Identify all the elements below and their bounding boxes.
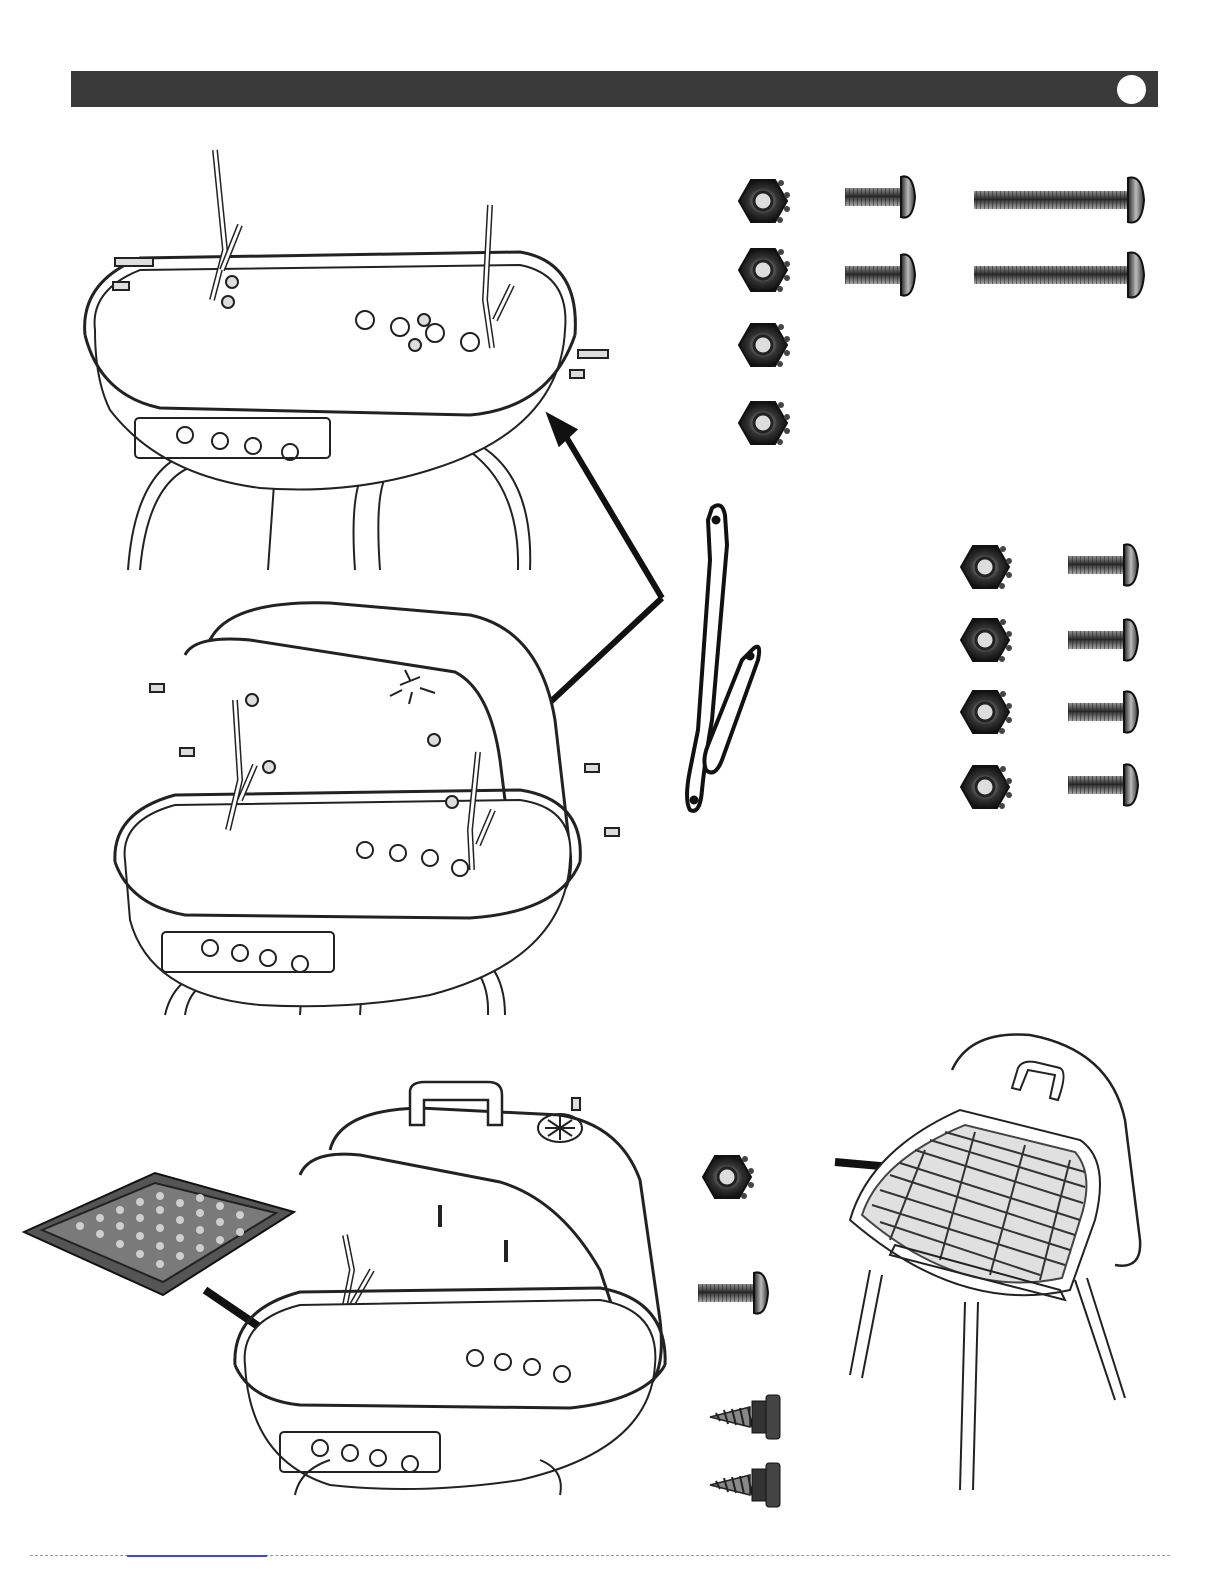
grill-bowl-with-lower-handle-brackets [85,150,608,570]
charcoal-tray-insertion [24,1082,665,1495]
grill-with-lid-and-upper-handle-brackets [115,603,619,1015]
hardware-set-b [961,544,1138,809]
footer-link-underline[interactable] [127,1555,267,1557]
handle-bracket-part [687,505,759,811]
cooking-grate-installed [835,1034,1140,1490]
hardware-set-c [698,1156,780,1507]
hardware-set-a [739,176,1144,445]
